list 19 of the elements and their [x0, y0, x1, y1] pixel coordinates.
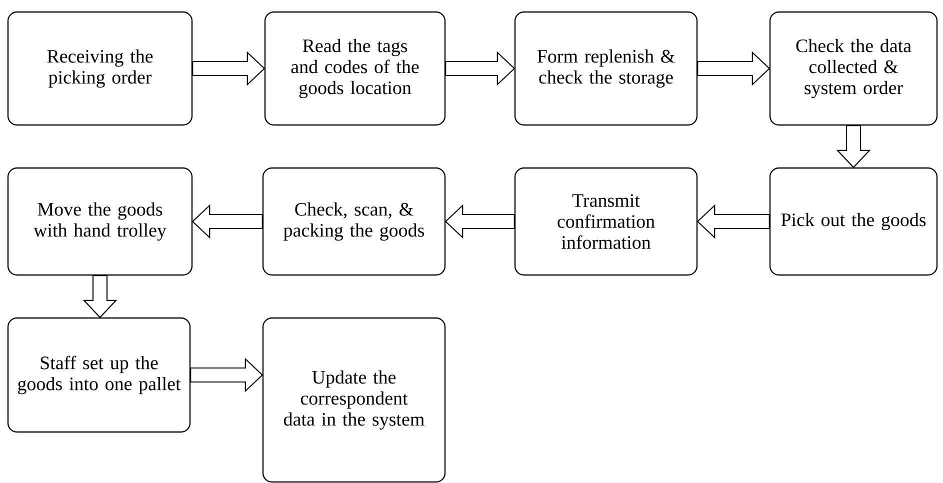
- process-box: Transmit confirmation information: [514, 167, 698, 276]
- block-arrow: [192, 51, 266, 86]
- process-box: Pick out the goods: [769, 167, 938, 276]
- process-box: Check, scan, & packing the goods: [262, 167, 446, 276]
- process-box: Receiving the picking order: [7, 11, 193, 126]
- block-arrow: [836, 125, 871, 168]
- process-box: Move the goods with hand trolley: [7, 167, 193, 276]
- block-arrow: [82, 275, 118, 318]
- process-box: Update the correspondent data in the system: [262, 317, 446, 483]
- block-arrow: [445, 51, 516, 86]
- process-box: Form replenish & check the storage: [514, 11, 698, 126]
- process-box: Read the tags and codes of the goods location: [264, 11, 446, 126]
- block-arrow: [697, 51, 770, 86]
- block-arrow: [696, 204, 770, 239]
- block-arrow: [192, 204, 263, 239]
- process-box: Staff set up the goods into one pallet: [7, 317, 191, 433]
- block-arrow: [190, 358, 264, 392]
- block-arrow: [444, 204, 515, 239]
- process-box: Check the data collected & system order: [769, 11, 938, 126]
